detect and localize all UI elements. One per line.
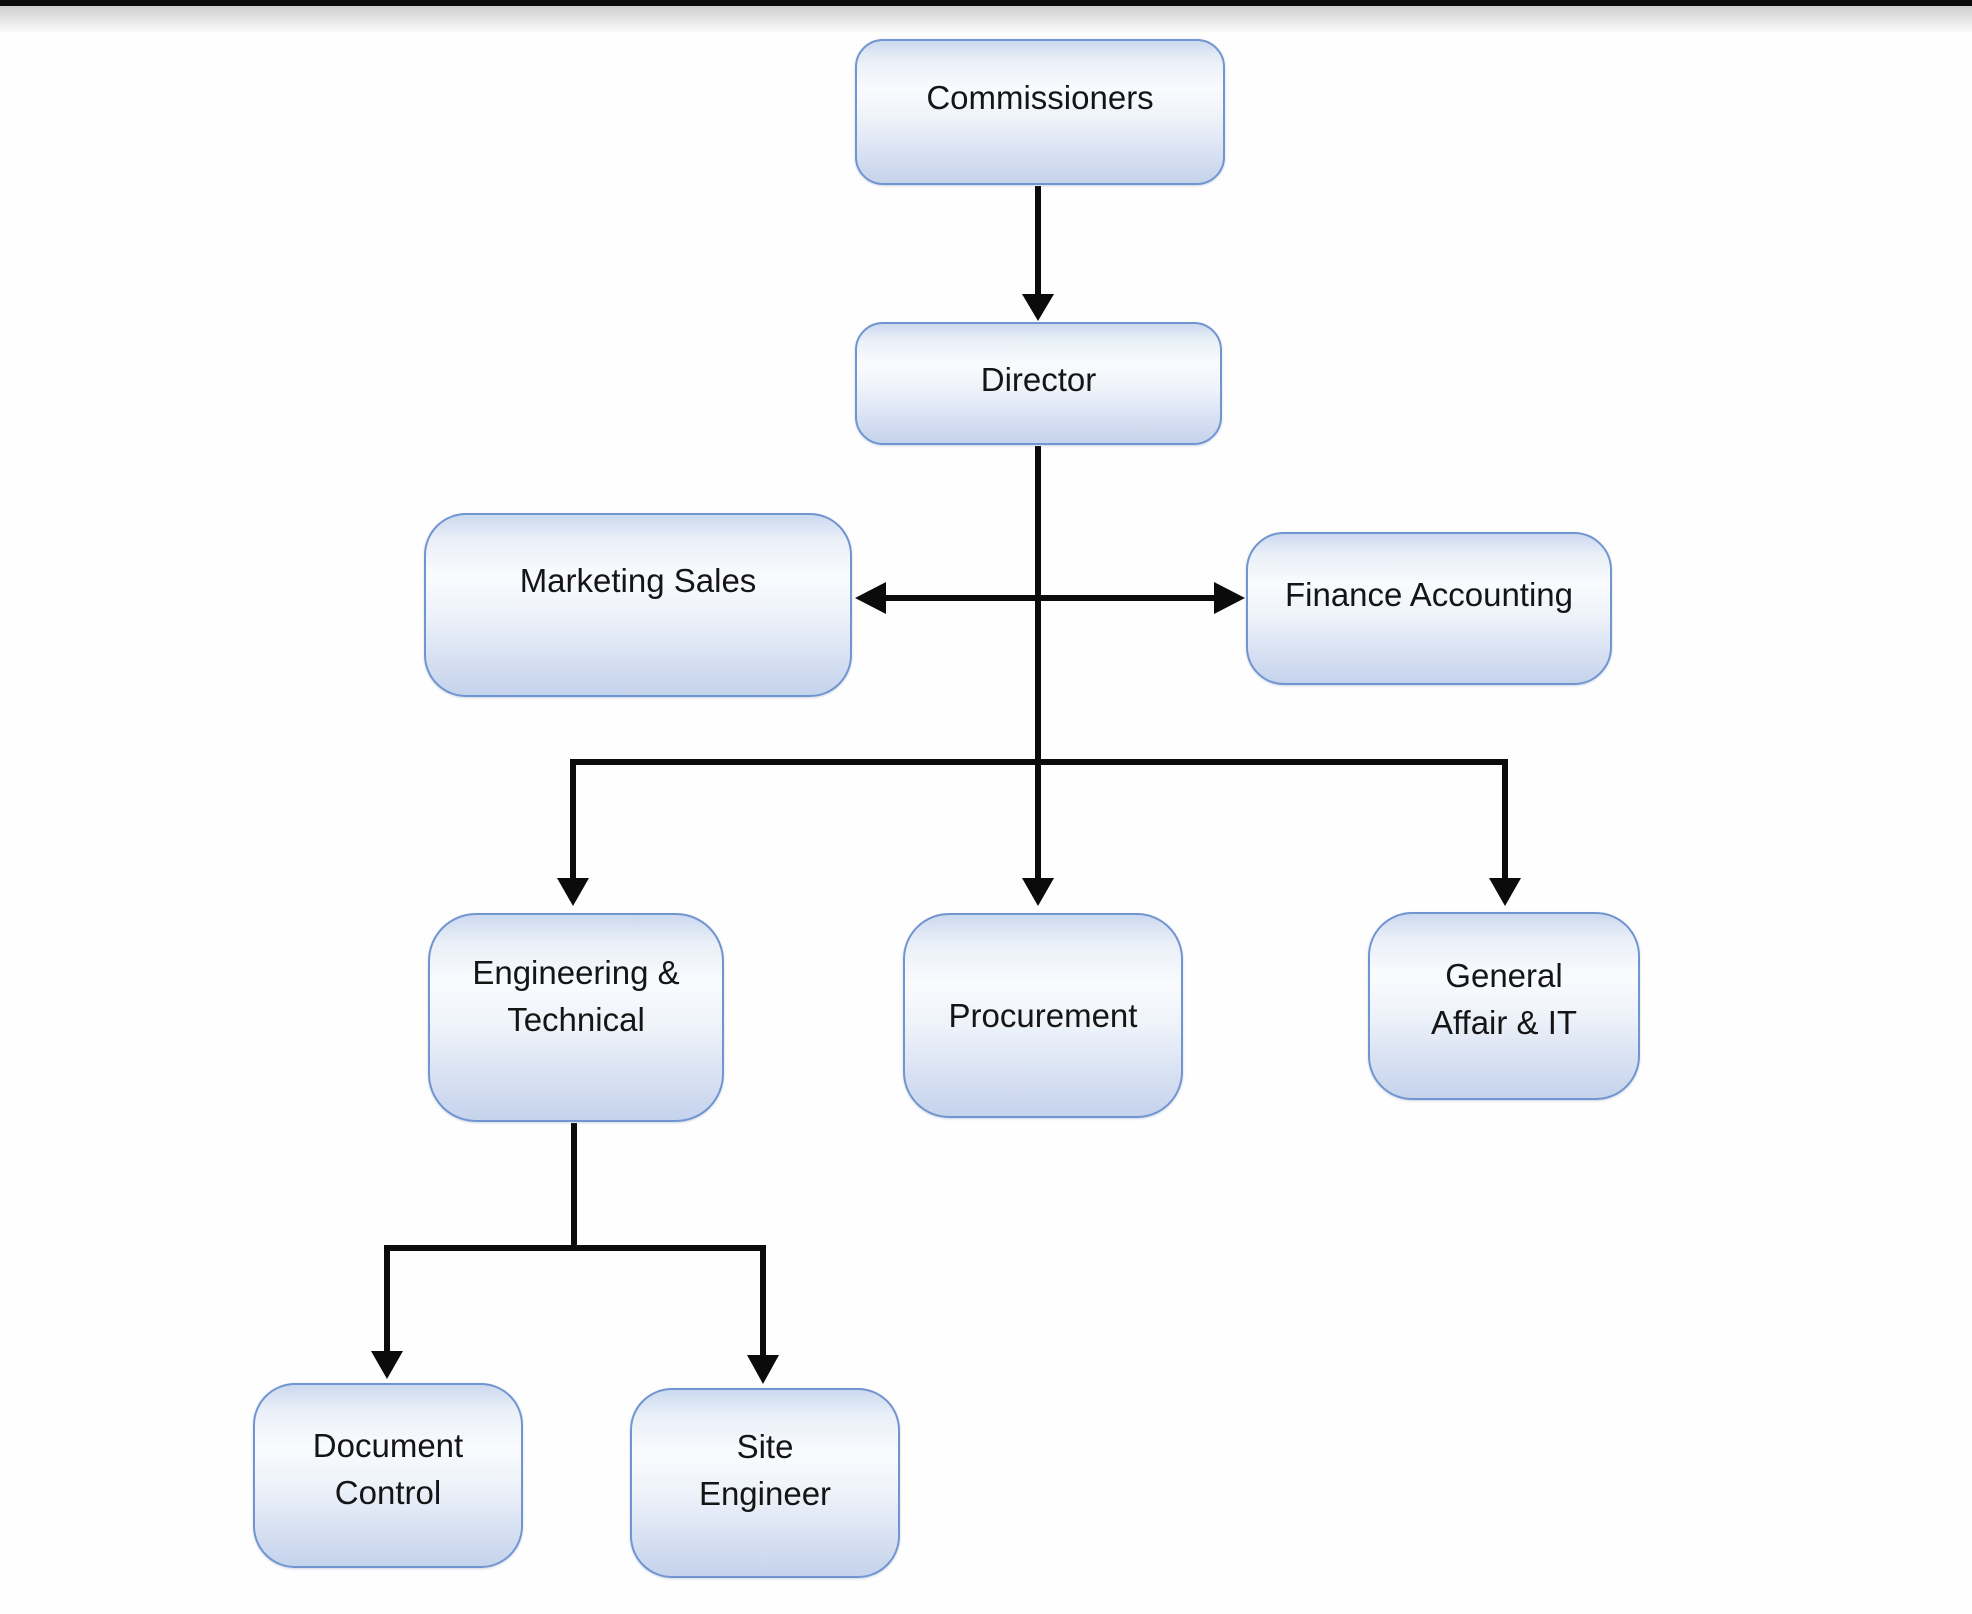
node-document-control: Document Control <box>253 1383 523 1568</box>
node-label: Engineer <box>698 1475 832 1512</box>
node-label: Affair & IT <box>1430 1004 1578 1041</box>
node-label: Technical <box>507 1000 645 1038</box>
node-label: Control <box>334 1473 442 1511</box>
edge-row2-general-affair <box>1489 759 1521 906</box>
edge-row2-engineering <box>557 759 589 906</box>
edge-director-marketing-finance <box>855 582 1245 614</box>
node-label: Site <box>736 1428 794 1465</box>
edge-commissioners-director <box>1022 186 1054 321</box>
node-director: Director <box>855 322 1222 445</box>
node-label: Engineering & <box>472 953 680 991</box>
node-label: Document <box>312 1426 464 1464</box>
edge-director-procurement <box>1022 446 1054 906</box>
node-site-engineer: Site Engineer <box>630 1388 900 1578</box>
node-label: Finance Accounting <box>1284 576 1574 613</box>
node-label: Director <box>980 361 1097 398</box>
node-label: Commissioners <box>926 78 1154 116</box>
node-marketing-sales: Marketing Sales <box>424 513 852 697</box>
scan-edge-shadow <box>0 6 1972 34</box>
node-general-affair-it: General Affair & IT <box>1368 912 1640 1100</box>
node-label: Procurement <box>948 997 1138 1034</box>
node-label: Marketing Sales <box>519 561 757 599</box>
node-finance-accounting: Finance Accounting <box>1246 532 1612 685</box>
scan-edge-bar <box>0 0 1972 6</box>
node-engineering-technical: Engineering & Technical <box>428 913 724 1122</box>
node-procurement: Procurement <box>903 913 1183 1118</box>
node-label: General <box>1445 957 1563 994</box>
edge-engineering-document-control <box>371 1245 403 1379</box>
edge-engineering-site-engineer <box>747 1245 779 1384</box>
node-commissioners: Commissioners <box>855 39 1225 185</box>
